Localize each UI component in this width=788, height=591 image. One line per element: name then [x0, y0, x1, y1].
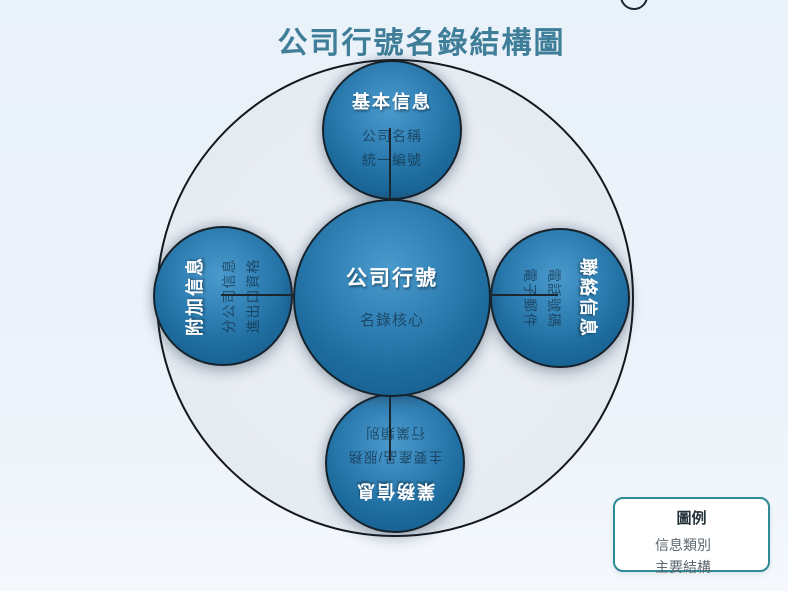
node-basic-info-line: 公司名稱: [362, 127, 422, 144]
node-core-title: 公司行號: [346, 266, 438, 290]
legend-title: 圖例: [676, 510, 707, 527]
node-contact-info-line: 電子郵件: [522, 268, 538, 328]
node-contact-info-content: 聯絡信息 電話號碼 電子郵件: [492, 230, 628, 366]
node-contact-info-line: 電話號碼: [546, 268, 563, 328]
node-basic-info-content: 基本信息 公司名稱 統一編號: [324, 62, 460, 198]
node-basic-info-title: 基本信息: [352, 91, 432, 112]
node-core-content: 公司行號 名錄核心: [295, 201, 489, 395]
legend-item: 主要結構: [655, 559, 711, 575]
node-business-info-line: 行業類別: [365, 425, 425, 441]
node-business-info: 業務信息 主要產品/服務 行業類別: [325, 393, 465, 533]
node-core: 公司行號 名錄核心: [293, 199, 491, 397]
node-core-subtitle: 名錄核心: [359, 311, 424, 329]
node-additional-info-line: 進出口資格: [245, 258, 261, 334]
legend-item: 信息類別: [655, 537, 711, 553]
diagram-title: 公司行號名錄結構圖: [277, 27, 566, 60]
node-business-info-title: 業務信息: [355, 481, 435, 502]
node-contact-info-title: 聯絡信息: [578, 258, 599, 338]
node-additional-info-line: 分公司信息: [220, 258, 237, 334]
node-basic-info-line: 統一編號: [362, 152, 422, 168]
node-basic-info: 基本信息 公司名稱 統一編號: [322, 60, 462, 200]
decorative-circle: [620, 0, 648, 10]
node-additional-info-title: 附加信息: [184, 256, 205, 336]
node-contact-info: 聯絡信息 電話號碼 電子郵件: [490, 228, 630, 368]
node-business-info-line: 主要產品/服務: [347, 449, 443, 466]
legend-box: 圖例 信息類別 主要結構: [613, 497, 770, 575]
node-business-info-content: 業務信息 主要產品/服務 行業類別: [327, 395, 463, 531]
node-additional-info-content: 附加信息 分公司信息 進出口資格: [155, 228, 291, 364]
node-additional-info: 附加信息 分公司信息 進出口資格: [153, 226, 293, 366]
